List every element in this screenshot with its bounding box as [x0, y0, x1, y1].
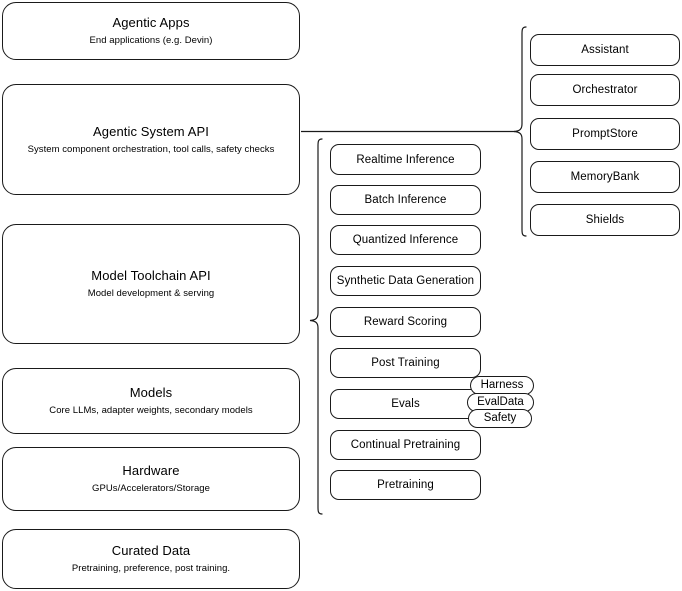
chip-label: Realtime Inference: [356, 153, 455, 166]
layer-curated-data[interactable]: Curated Data Pretraining, preference, po…: [2, 529, 300, 589]
toolchain-item-realtime-inference[interactable]: Realtime Inference: [330, 144, 481, 175]
layer-subtitle: End applications (e.g. Devin): [89, 35, 213, 46]
evals-tag-harness[interactable]: Harness: [470, 376, 534, 395]
toolchain-item-quantized-inference[interactable]: Quantized Inference: [330, 225, 481, 255]
layer-subtitle: System component orchestration, tool cal…: [27, 143, 275, 155]
toolchain-item-reward-scoring[interactable]: Reward Scoring: [330, 307, 481, 337]
pill-label: Safety: [483, 412, 517, 424]
chip-label: Continual Pretraining: [350, 439, 461, 451]
layer-title: Models: [129, 385, 173, 400]
pill-label: EvalData: [477, 396, 524, 408]
toolchain-item-evals[interactable]: Evals: [330, 389, 481, 419]
chip-label: Orchestrator: [572, 84, 638, 96]
chip-label: Batch Inference: [364, 194, 447, 206]
layer-models[interactable]: Models Core LLMs, adapter weights, secon…: [2, 368, 300, 434]
brace-system-components: [512, 26, 528, 238]
layer-agentic-apps[interactable]: Agentic Apps End applications (e.g. Devi…: [2, 2, 300, 60]
layer-subtitle: Core LLMs, adapter weights, secondary mo…: [49, 405, 253, 416]
chip-label: MemoryBank: [570, 171, 640, 183]
pill-label: Harness: [480, 379, 524, 391]
chip-label: PromptStore: [572, 128, 638, 140]
chip-label: Synthetic Data Generation: [336, 275, 475, 287]
toolchain-item-synthetic-data-generation[interactable]: Synthetic Data Generation: [330, 266, 481, 296]
toolchain-item-batch-inference[interactable]: Batch Inference: [330, 185, 481, 215]
connector-system-api-to-components: [300, 126, 516, 138]
system-item-orchestrator[interactable]: Orchestrator: [530, 74, 680, 106]
layer-title: Model Toolchain API: [91, 268, 211, 283]
evals-tag-safety[interactable]: Safety: [468, 409, 532, 428]
chip-label: Pretraining: [377, 479, 434, 491]
layer-model-toolchain-api[interactable]: Model Toolchain API Model development & …: [2, 224, 300, 344]
chip-label: Quantized Inference: [352, 234, 459, 246]
chip-label: Shields: [585, 214, 625, 226]
chip-label: Assistant: [581, 44, 629, 56]
chip-label: Reward Scoring: [363, 316, 448, 328]
system-item-promptstore[interactable]: PromptStore: [530, 118, 680, 150]
system-item-assistant[interactable]: Assistant: [530, 34, 680, 66]
layer-hardware[interactable]: Hardware GPUs/Accelerators/Storage: [2, 447, 300, 511]
layer-title: Agentic System API: [93, 123, 209, 139]
system-item-shields[interactable]: Shields: [530, 204, 680, 236]
evals-tag-evaldata[interactable]: EvalData: [467, 393, 534, 412]
system-item-memorybank[interactable]: MemoryBank: [530, 161, 680, 193]
layer-subtitle: Pretraining, preference, post training.: [71, 563, 231, 574]
chip-label: Evals: [391, 398, 420, 410]
layer-agentic-system-api[interactable]: Agentic System API System component orch…: [2, 84, 300, 195]
layer-subtitle: Model development & serving: [87, 288, 215, 299]
chip-label: Post Training: [371, 357, 440, 369]
toolchain-item-pretraining[interactable]: Pretraining: [330, 470, 481, 500]
brace-toolchain-components: [308, 138, 324, 516]
toolchain-item-post-training[interactable]: Post Training: [330, 348, 481, 378]
layer-title: Curated Data: [111, 543, 191, 558]
layer-title: Agentic Apps: [112, 15, 190, 30]
layer-subtitle: GPUs/Accelerators/Storage: [92, 483, 210, 494]
layer-title: Hardware: [122, 463, 180, 478]
toolchain-item-continual-pretraining[interactable]: Continual Pretraining: [330, 430, 481, 460]
